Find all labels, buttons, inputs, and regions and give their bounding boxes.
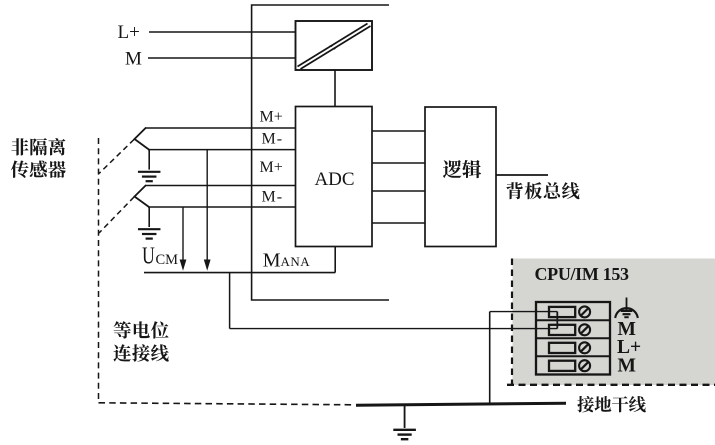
svg-text:M: M <box>618 319 636 340</box>
svg-text:L+: L+ <box>118 22 140 43</box>
svg-text:ANA: ANA <box>281 254 311 269</box>
svg-text:M+: M+ <box>260 159 283 176</box>
svg-text:M-: M- <box>262 130 284 147</box>
svg-text:L+: L+ <box>617 337 641 358</box>
svg-text:CPU/IM 153: CPU/IM 153 <box>535 264 630 284</box>
svg-text:M: M <box>125 48 142 69</box>
svg-text:U: U <box>142 242 155 269</box>
svg-text:M: M <box>618 356 636 377</box>
svg-text:CM: CM <box>156 252 179 268</box>
svg-text:M: M <box>263 250 281 272</box>
svg-text:ADC: ADC <box>314 169 354 190</box>
svg-text:M+: M+ <box>260 108 283 125</box>
svg-text:M-: M- <box>262 189 284 206</box>
